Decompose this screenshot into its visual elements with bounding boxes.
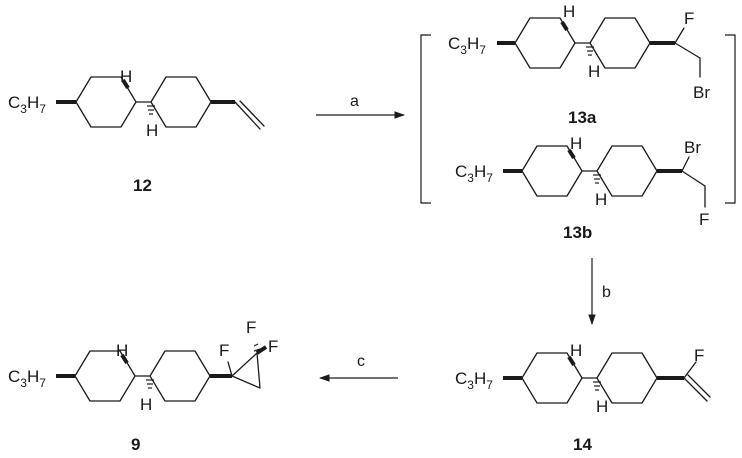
atom-br: Br: [693, 83, 710, 102]
c-br-bond: [681, 156, 690, 172]
compound-label-9: 9: [131, 435, 140, 454]
right-bracket: [725, 34, 736, 204]
c-f-bond: [683, 361, 697, 379]
propyl-label: C3H7: [455, 369, 493, 392]
bold-bond-axial-h: [560, 20, 569, 32]
atom-br: Br: [684, 138, 701, 157]
step-c: c: [318, 353, 398, 382]
atom-f: F: [699, 210, 709, 229]
cyclohexane-ring-2: [149, 350, 211, 402]
atom-h: H: [563, 2, 575, 21]
step-label-b: b: [602, 284, 611, 301]
compound-label-14: 14: [573, 435, 592, 454]
vinyl-double-bond: [234, 101, 261, 130]
atom-f: F: [684, 9, 694, 28]
c-f-bond: [674, 27, 685, 44]
c-f-bond: [227, 361, 233, 377]
vinylidene-double-bond-inner: [687, 374, 711, 398]
propyl-label: C3H7: [8, 93, 46, 116]
atom-h: H: [588, 62, 600, 81]
c-f-bold-bond: [255, 345, 268, 355]
compound-13a: C3H7 H H F Br 13a: [448, 2, 710, 127]
vinyl-double-bond-inner: [239, 100, 265, 127]
propyl-label: C3H7: [455, 162, 493, 185]
compound-9: C3H7 H H F F F 9: [8, 318, 278, 454]
step-b: b: [588, 258, 611, 326]
cyclohexane-ring-2: [150, 76, 212, 128]
cyclopropane-ring: [231, 352, 261, 389]
cyclohexane-ring-2: [596, 352, 658, 404]
cyclohexane-ring-2: [596, 145, 658, 197]
step-label-c: c: [357, 353, 365, 370]
atom-f: F: [694, 346, 704, 365]
vinylidene-double-bond: [683, 377, 708, 402]
step-a: a: [316, 93, 406, 119]
step-label-a: a: [350, 93, 359, 110]
atom-h: H: [570, 134, 582, 153]
propyl-label: C3H7: [448, 34, 486, 57]
atom-h: H: [595, 190, 607, 209]
atom-f: F: [246, 318, 256, 337]
left-bracket: [420, 34, 431, 204]
atom-h: H: [596, 397, 608, 416]
compound-label-12: 12: [133, 176, 152, 195]
atom-h: H: [570, 341, 582, 360]
atom-h: H: [140, 395, 152, 414]
bold-bond-axial-h: [121, 78, 130, 90]
bold-bond-axial-h: [567, 148, 576, 160]
hashed-c-f-bond: [253, 343, 261, 352]
bold-bond-axial-h: [120, 353, 129, 365]
c-c-bond: [681, 170, 706, 187]
atom-h: H: [146, 121, 158, 140]
compound-13b: C3H7 H H Br F 13b: [455, 134, 709, 242]
bold-bond-axial-h: [567, 355, 576, 367]
propyl-label: C3H7: [8, 367, 46, 390]
cyclohexane-ring-2: [589, 17, 651, 69]
atom-h: H: [120, 67, 132, 86]
atom-f: F: [219, 341, 229, 360]
compound-12: C3H7 H H 12: [8, 67, 265, 195]
c-c-bond: [674, 42, 701, 59]
atom-f: F: [268, 337, 278, 356]
atom-h: H: [116, 341, 128, 360]
compound-14: C3H7 H H F 14: [455, 341, 711, 454]
compound-label-13a: 13a: [568, 108, 597, 127]
compound-label-13b: 13b: [563, 223, 592, 242]
